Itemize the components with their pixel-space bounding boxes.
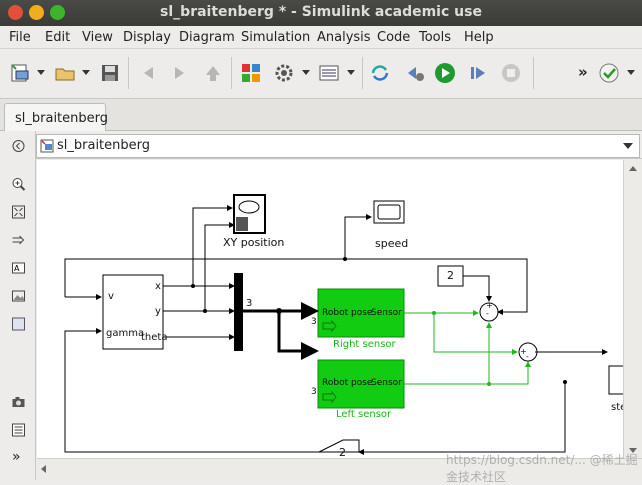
menu-display[interactable]: Display [123,30,171,45]
up-arrow-icon[interactable] [202,62,224,84]
arrow-icon[interactable] [11,233,26,247]
check-advisor-icon[interactable] [598,62,620,84]
horizontal-scrollbar[interactable] [37,458,642,480]
tab-sl-braitenberg[interactable]: sl_braitenberg [4,103,108,131]
constant-value: 2 [447,269,454,282]
port-label-v: v [108,291,114,302]
step-back-icon[interactable] [404,62,426,84]
chevron-down-icon[interactable] [302,70,310,75]
step-forward-icon[interactable] [467,62,489,84]
zoom-icon[interactable] [11,177,26,191]
chevron-down-icon[interactable] [627,70,635,75]
toolbar-overflow-button[interactable]: » [578,63,588,81]
xy-position-label: XY position [223,236,285,249]
annotation-icon[interactable]: A [11,261,26,275]
port-label-gamma: gamma [106,328,145,339]
toolbar: » [0,49,642,99]
right-sensor-label: Right sensor [333,339,396,350]
toolbar-divider [533,57,534,89]
toolbar-divider [362,57,363,89]
block-diagram [64,194,623,455]
area-icon[interactable] [11,317,26,331]
screenshot-icon[interactable] [11,395,26,409]
expand-palette-icon[interactable]: » [12,449,21,465]
gain-block[interactable] [318,439,360,453]
menu-edit[interactable]: Edit [45,30,71,45]
menu-view[interactable]: View [82,30,113,45]
vertical-scrollbar[interactable] [623,160,642,458]
left-sensor-in-port: Robot pose [322,378,373,388]
sum1-sign-plus: + [486,301,493,310]
port-label-x: x [155,281,161,292]
chevron-down-icon[interactable] [347,70,355,75]
hide-browser-icon[interactable] [11,139,26,153]
chevron-down-icon[interactable] [82,70,90,75]
menu-code[interactable]: Code [377,30,411,45]
sum2-sign-plus: + [520,347,527,356]
minimize-window-button[interactable] [29,5,44,20]
left-palette: A » [0,131,36,480]
model-icon [40,139,54,153]
toolbar-divider [128,57,129,89]
chevron-down-icon[interactable] [623,143,633,149]
fit-to-view-icon[interactable] [11,205,26,219]
svg-text:A: A [14,264,20,273]
left-sensor-dim: 3 [311,387,317,397]
forward-arrow-icon[interactable] [169,62,191,84]
left-sensor-out-port: Sensor [371,378,402,388]
mux-width-label: 3 [246,298,253,309]
breadcrumb-model[interactable]: sl_braitenberg [57,138,151,153]
maximize-window-button[interactable] [50,5,65,20]
menu-tools[interactable]: Tools [419,30,452,45]
menu-bar: File Edit View Display Diagram Simulatio… [0,26,642,49]
library-browser-icon[interactable] [240,62,262,84]
port-label-y: y [155,306,161,317]
sum2-sign-minus: - [526,352,529,361]
menu-simulation[interactable]: Simulation [241,30,311,45]
open-folder-icon[interactable] [54,62,76,84]
menu-diagram[interactable]: Diagram [179,30,235,45]
address-bar: sl_braitenberg [36,131,642,159]
gear-icon[interactable] [273,62,295,84]
chevron-down-icon[interactable] [37,70,45,75]
toolbar-divider [231,57,232,89]
breadcrumb[interactable]: sl_braitenberg [36,134,640,158]
left-sensor-label: Left sensor [336,409,392,420]
gain-value: 2 [339,446,346,458]
scroll-up-icon[interactable] [629,166,637,171]
menu-help[interactable]: Help [464,30,494,45]
sum1-sign-minus: - [486,309,489,318]
close-window-button[interactable] [8,5,23,20]
right-sensor-out-port: Sensor [371,308,402,318]
scroll-left-icon[interactable] [41,465,46,473]
tab-strip: sl_braitenberg [0,99,642,131]
model-explorer-icon[interactable] [318,62,340,84]
image-icon[interactable] [11,289,26,303]
steer-scope-block[interactable] [608,365,623,395]
right-sensor-dim: 3 [311,317,317,327]
right-sensor-in-port: Robot pose [322,308,373,318]
menu-analysis[interactable]: Analysis [317,30,371,45]
title-bar: sl_braitenberg * - Simulink academic use [0,0,642,26]
mux-block[interactable] [234,273,243,351]
stop-icon[interactable] [500,62,522,84]
port-label-theta: theta [141,332,168,343]
menu-file[interactable]: File [9,30,31,45]
update-diagram-icon[interactable] [369,62,391,84]
run-play-icon[interactable] [434,62,456,84]
new-model-icon[interactable] [9,62,31,84]
steer-label: ste [611,402,623,413]
scroll-down-icon[interactable] [629,448,637,453]
speed-label: speed [375,237,409,250]
back-arrow-icon[interactable] [137,62,159,84]
model-canvas[interactable]: v gamma x y theta XY position speed 3 Ro… [37,160,623,458]
model-properties-icon[interactable] [11,423,26,437]
save-icon[interactable] [99,62,121,84]
vehicle-block[interactable] [102,274,164,350]
window-title: sl_braitenberg * - Simulink academic use [160,4,482,20]
